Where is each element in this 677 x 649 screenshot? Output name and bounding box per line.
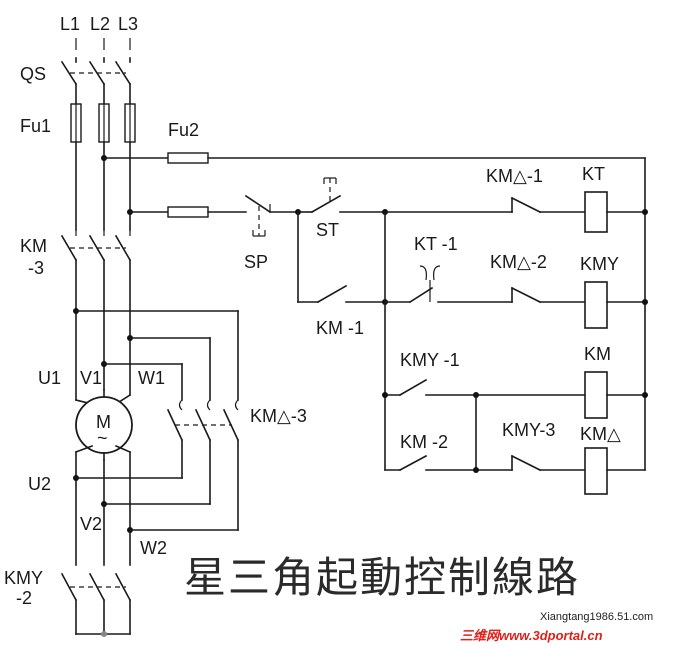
km2-label: KM -2: [400, 432, 448, 452]
kt1-contact: [408, 265, 441, 304]
sp-stop-button: [244, 194, 272, 237]
fu1-fuses: [70, 103, 136, 143]
u2-label: U2: [28, 474, 51, 494]
kmy-label: KMY: [580, 254, 619, 274]
kt-label: KT: [582, 164, 605, 184]
watermark-primary: Xiangtang1986.51.com: [540, 611, 653, 623]
diagram-title: 星三角起動控制線路: [184, 553, 580, 602]
kmd-label: KM△: [580, 424, 621, 444]
l2-label: L2: [90, 14, 110, 34]
sp-label: SP: [244, 252, 268, 272]
kmd1-label: KM△-1: [486, 166, 543, 186]
km3-label-a: KM: [20, 236, 47, 256]
qs-label: QS: [20, 64, 46, 84]
w2-label: W2: [140, 538, 167, 558]
km3-main-contacts: [60, 230, 132, 262]
km1-label: KM -1: [316, 318, 364, 338]
fu1-label: Fu1: [20, 116, 51, 136]
labels: L1 L2 L3 QS Fu1 Fu2 KM -3 U1 V1 W1 M ~ U…: [4, 14, 621, 608]
l3-label: L3: [118, 14, 138, 34]
km-coil: [584, 371, 608, 419]
kmy2-label-a: KMY: [4, 568, 43, 588]
v2-label: V2: [80, 514, 102, 534]
motor-sub-label: ~: [97, 428, 108, 448]
kmy2-contacts: [60, 572, 132, 637]
st-label: ST: [316, 220, 339, 240]
watermark-secondary: 三维网www.3dportal.cn: [460, 628, 603, 643]
kmy2-label-b: -2: [16, 588, 32, 608]
fu2-fuse: [167, 152, 209, 164]
motor: [74, 389, 133, 461]
kmd2-label: KM△-2: [490, 252, 547, 272]
kt1-label: KT -1: [414, 234, 458, 254]
v1-label: V1: [80, 368, 102, 388]
km-label: KM: [584, 344, 611, 364]
w1-label: W1: [138, 368, 165, 388]
fu2-label: Fu2: [168, 120, 199, 140]
kmy1-label: KMY -1: [400, 350, 460, 370]
main-circuit: [60, 38, 240, 637]
kmy-coil: [584, 281, 608, 329]
kmd-coil: [584, 447, 608, 495]
kt-coil: [584, 191, 608, 233]
km3-label-b: -3: [28, 258, 44, 278]
qs-switch: [60, 57, 132, 86]
control-circuit: [103, 152, 648, 495]
st-start-button: [297, 177, 386, 214]
motor-label: M: [96, 412, 111, 432]
kmd3-contacts: [166, 399, 240, 531]
kmd3-label: KM△-3: [250, 406, 307, 426]
u1-label: U1: [38, 368, 61, 388]
kmy3-label: KMY-3: [502, 420, 555, 440]
l1-label: L1: [60, 14, 80, 34]
